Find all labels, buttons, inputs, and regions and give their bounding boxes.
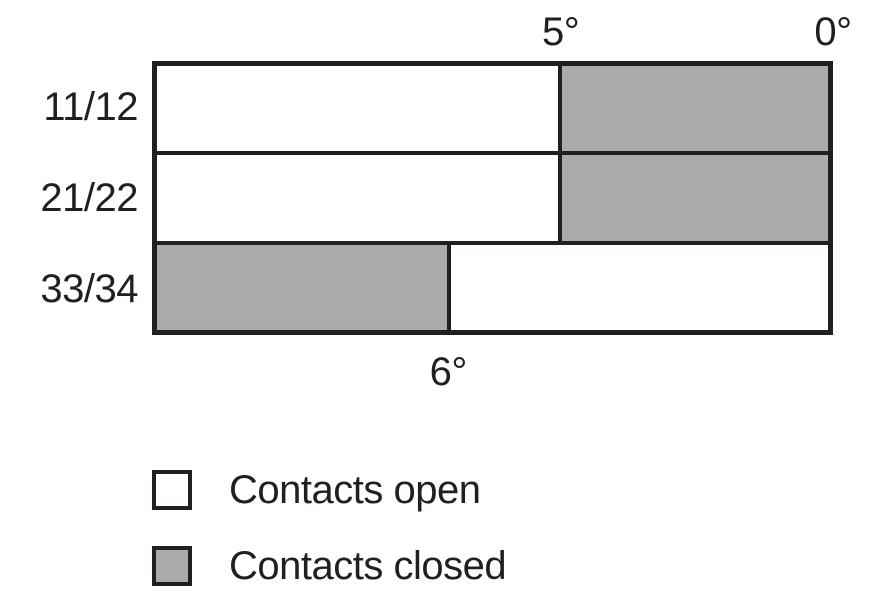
row-label-33-34: 33/34 bbox=[40, 267, 138, 312]
top-axis-label-0deg: 0° bbox=[814, 10, 852, 54]
legend: Contacts open Contacts closed bbox=[152, 470, 507, 588]
chart-row-11-12 bbox=[155, 64, 830, 154]
segment-open bbox=[155, 153, 560, 243]
bottom-axis: 6° bbox=[152, 348, 833, 398]
row-labels-column: 11/12 21/22 33/34 bbox=[0, 61, 138, 335]
legend-item-contacts-open: Contacts open bbox=[152, 470, 506, 510]
row-label-11-12: 11/12 bbox=[43, 84, 138, 129]
segment-closed bbox=[560, 153, 830, 243]
row-label-21-22: 21/22 bbox=[40, 175, 138, 220]
contacts-closed-swatch-icon bbox=[152, 546, 192, 586]
top-axis-label-5deg: 5° bbox=[541, 10, 580, 54]
chart-row-21-22 bbox=[155, 153, 830, 243]
segment-open bbox=[155, 64, 560, 154]
segment-closed bbox=[560, 64, 830, 154]
legend-item-contacts-closed: Contacts closed bbox=[152, 544, 507, 588]
contacts-open-swatch-icon bbox=[152, 470, 192, 510]
bottom-axis-label-6deg: 6° bbox=[429, 350, 468, 394]
segment-open bbox=[448, 242, 830, 332]
legend-label-contacts-open: Contacts open bbox=[229, 468, 481, 512]
segment-closed bbox=[155, 242, 449, 332]
legend-label-contacts-closed: Contacts closed bbox=[229, 544, 507, 588]
chart-row-33-34 bbox=[155, 242, 830, 332]
contact-timing-chart bbox=[152, 61, 833, 335]
top-axis: 5° 0° bbox=[152, 0, 852, 54]
